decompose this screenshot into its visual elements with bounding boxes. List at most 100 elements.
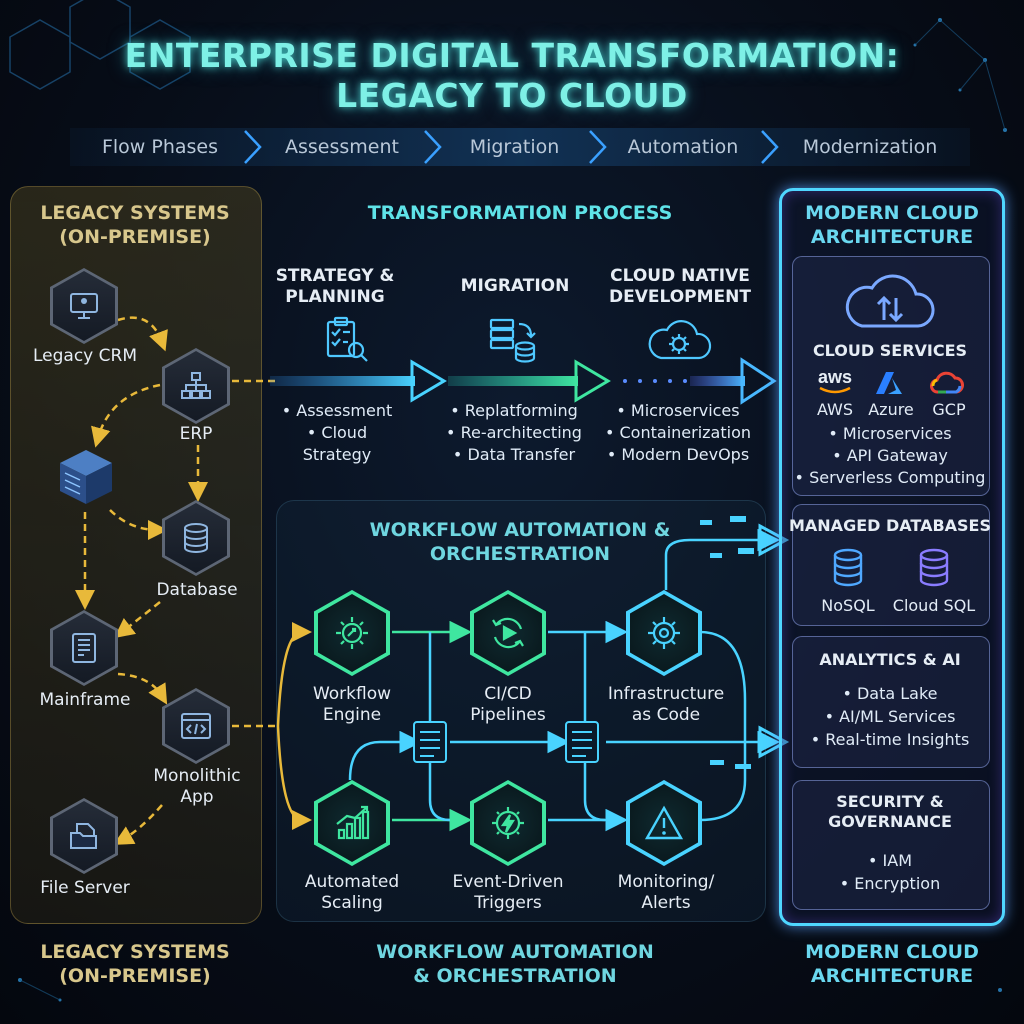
phase-tab-automation[interactable]: Automation: [627, 136, 739, 158]
aws-logo-text: aws: [817, 367, 853, 387]
migration-title: MIGRATION: [440, 276, 590, 297]
scaling-label-line-2: Scaling: [321, 893, 383, 913]
migration-title-line-1: MIGRATION: [460, 276, 570, 296]
mainframe-node[interactable]: [50, 610, 118, 686]
file-server-node[interactable]: [50, 798, 118, 874]
phase-tab-modernization[interactable]: Modernization: [802, 136, 938, 158]
phase-tab-migration[interactable]: Migration: [469, 136, 560, 158]
cloud-heading-line-2: ARCHITECTURE: [810, 226, 974, 248]
cloud-footer-line-1: MODERN CLOUD: [805, 941, 979, 963]
cloud-native-title-line-2: DEVELOPMENT: [609, 287, 751, 307]
events-label-line-1: Event-Driven: [452, 872, 564, 892]
aws-logo: aws: [810, 368, 860, 394]
workflow-heading: WORKFLOW AUTOMATION & ORCHESTRATION: [300, 518, 740, 566]
cloud-gear-icon: [648, 320, 712, 360]
security-title-line-2: GOVERNANCE: [828, 812, 952, 831]
play-cycle-icon: [492, 617, 524, 649]
analytics-item-1: • Data Lake: [842, 684, 938, 703]
cicd-label-line-1: CI/CD: [484, 684, 532, 704]
strategy-title-line-2: PLANNING: [285, 287, 385, 307]
workflow-footer-line-1: WORKFLOW AUTOMATION: [376, 941, 654, 963]
database-node[interactable]: [162, 500, 230, 576]
cloud-native-item-2: • Containerization: [604, 423, 751, 442]
workflow-engine-label: Workflow Engine: [290, 684, 414, 726]
cloud-native-title: CLOUD NATIVE DEVELOPMENT: [600, 266, 760, 308]
checklist-search-icon: [326, 316, 368, 362]
azure-logo-icon: [876, 372, 902, 394]
infrastructure-as-code-label: Infrastructure as Code: [600, 684, 732, 726]
cloud-sql-label: Cloud SQL: [892, 596, 976, 615]
strategy-items: • Assessment • Cloud Strategy: [272, 400, 402, 466]
nosql-database-icon: [833, 548, 863, 587]
cloud-heading-line-1: MODERN CLOUD: [805, 202, 979, 224]
cloud-upload-download-icon: [845, 274, 935, 328]
security-items: • IAM • Encryption: [792, 849, 988, 895]
migration-item-3: • Data Transfer: [452, 445, 576, 464]
server-cube-icon: [60, 450, 112, 504]
cloud-native-items: • Microservices • Containerization • Mod…: [598, 400, 758, 466]
modern-cloud-panel: [779, 188, 1005, 926]
migration-items: • Replatforming • Re-architecting • Data…: [438, 400, 590, 466]
monolithic-app-label: Monolithic App: [140, 766, 254, 808]
cloud-native-item-3: • Modern DevOps: [606, 445, 750, 464]
managed-databases-box: [792, 504, 990, 626]
code-window-icon: [181, 713, 211, 739]
monitor-user-icon: [70, 293, 98, 319]
legacy-heading-line-1: LEGACY SYSTEMS: [40, 202, 230, 224]
page-title: ENTERPRISE DIGITAL TRANSFORMATION: LEGAC…: [0, 36, 1024, 116]
analytics-ai-box: [792, 636, 990, 768]
phase-bar: Flow Phases Assessment Migration Automat…: [70, 128, 970, 166]
nosql-label: NoSQL: [821, 596, 875, 615]
monolithic-app-label-line-2: App: [180, 787, 214, 807]
workflow-connectors: [232, 516, 790, 832]
gcp-logo-icon: [930, 371, 964, 394]
strategy-title-line-1: STRATEGY &: [275, 266, 395, 286]
scaling-label-line-1: Automated: [304, 872, 400, 892]
analytics-items: • Data Lake • AI/ML Services • Real-time…: [792, 682, 988, 751]
cloud-service-item-2: • API Gateway: [832, 446, 948, 465]
strategy-item-1: • Assessment: [281, 401, 393, 420]
events-label-line-2: Triggers: [474, 893, 542, 913]
workflow-heading-line-1: WORKFLOW AUTOMATION &: [369, 519, 671, 541]
iac-label-line-1: Infrastructure: [607, 684, 725, 704]
legacy-footer-line-2: (ON-PREMISE): [59, 965, 211, 987]
workflow-engine-label-line-2: Engine: [322, 705, 382, 725]
database-icon: [184, 523, 208, 553]
process-flow-arrows: [232, 357, 777, 405]
data-migration-icon: [489, 318, 536, 363]
phase-label-flow: Flow Phases: [101, 136, 219, 158]
gear-workflow-icon: [336, 617, 368, 649]
security-governance-title: SECURITY & GOVERNANCE: [792, 792, 988, 832]
mainframe-label: Mainframe: [39, 690, 131, 710]
legacy-connections: [75, 316, 208, 845]
workflow-heading-line-2: ORCHESTRATION: [429, 543, 611, 565]
warning-triangle-icon: [644, 805, 684, 840]
cloud-services-box: [792, 256, 990, 496]
strategy-item-2: • Cloud Strategy: [302, 423, 372, 464]
monolithic-app-label-line-1: Monolithic: [153, 766, 241, 786]
phase-tab-assessment[interactable]: Assessment: [285, 136, 399, 158]
monolithic-app-node[interactable]: [162, 688, 230, 764]
aws-smile-icon: [819, 386, 851, 394]
title-line-1: ENTERPRISE DIGITAL TRANSFORMATION:: [124, 36, 900, 75]
legacy-heading: LEGACY SYSTEMS (ON-PREMISE): [10, 201, 260, 249]
database-label: Database: [156, 580, 238, 600]
workflow-engine-label-line-1: Workflow: [312, 684, 392, 704]
server-cube-node[interactable]: [56, 446, 116, 508]
file-folder-icon: [70, 823, 97, 849]
cloud-native-title-line-1: CLOUD NATIVE: [610, 266, 750, 286]
transformation-process-heading: TRANSFORMATION PROCESS: [367, 202, 673, 224]
analytics-ai-title: ANALYTICS & AI: [819, 650, 961, 669]
lightning-gear-icon: [492, 807, 524, 839]
gear-icon: [648, 617, 680, 649]
mainframe-icon: [72, 633, 96, 663]
cloud-service-item-1: • Microservices: [828, 424, 952, 443]
analytics-item-2: • AI/ML Services: [824, 707, 956, 726]
legacy-footer-line-1: LEGACY SYSTEMS: [40, 941, 230, 963]
monitoring-alerts-label: Monitoring/ Alerts: [600, 872, 732, 914]
cloud-heading: MODERN CLOUD ARCHITECTURE: [779, 201, 1005, 249]
managed-databases-title: MANAGED DATABASES: [788, 516, 992, 535]
legacy-crm-label: Legacy CRM: [32, 346, 137, 366]
erp-label: ERP: [179, 424, 213, 444]
